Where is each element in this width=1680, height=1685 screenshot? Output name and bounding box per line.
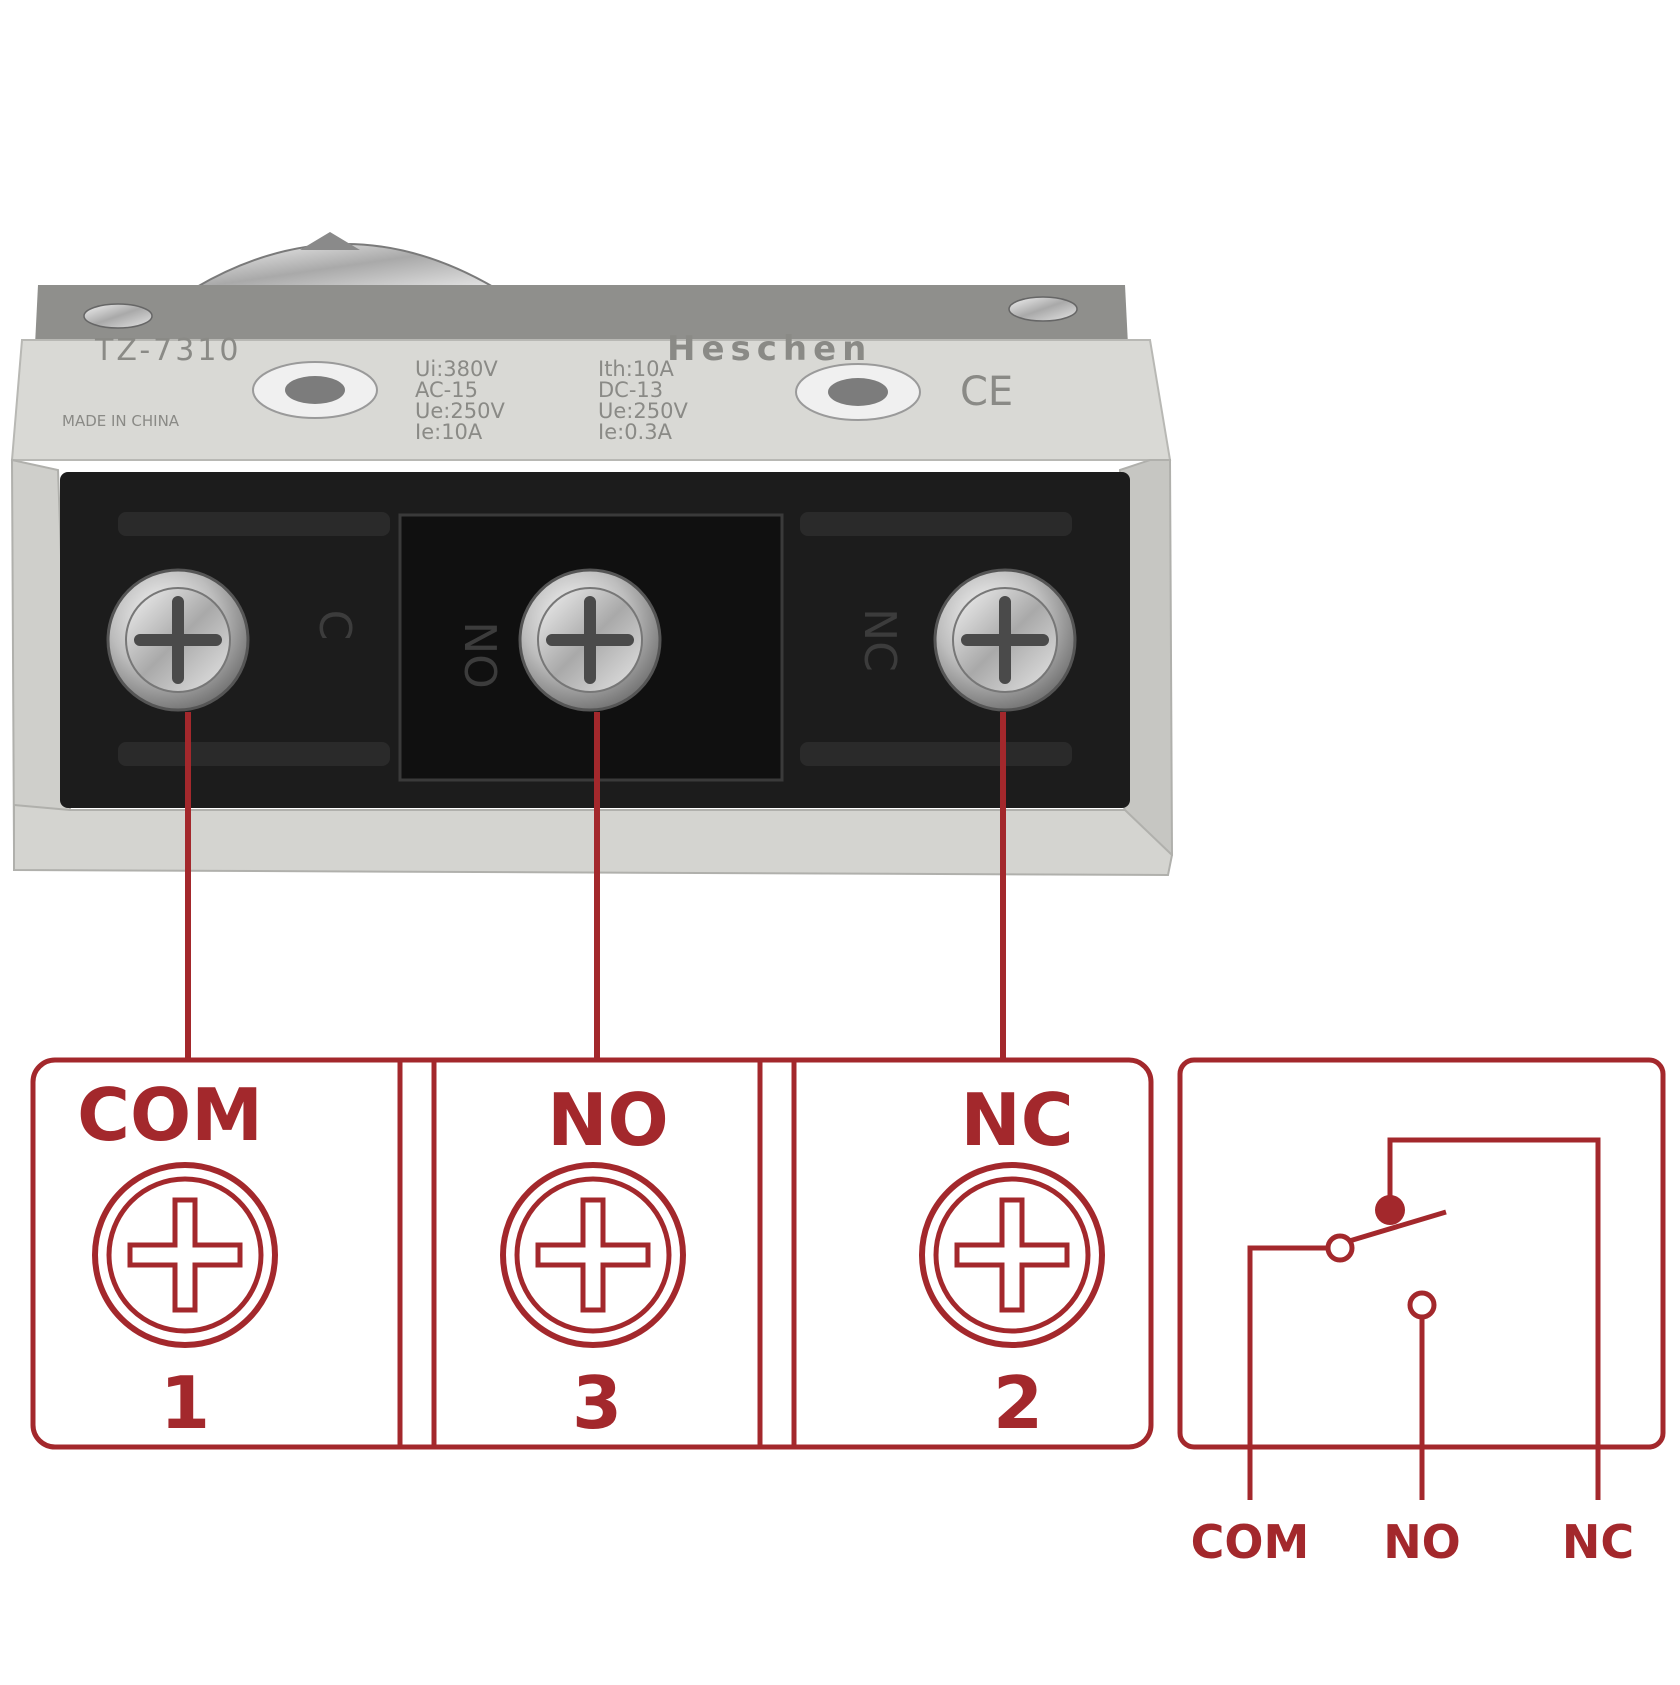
legend-label-nc: NC: [960, 1078, 1073, 1162]
rating-ith: Ith:10A: [598, 357, 675, 381]
legend-number-nc: 2: [993, 1361, 1043, 1445]
legend-cell-nc: NC 2: [919, 1078, 1105, 1445]
screw-com: [106, 568, 250, 712]
com-contact: [1325, 1233, 1355, 1263]
terminal-ridge-top-left: [118, 512, 390, 536]
screw-nc: [933, 568, 1077, 712]
housing-bottom: [13, 803, 1174, 877]
brand-text: Heschen: [667, 329, 872, 369]
nc-contact-closed: [1375, 1195, 1405, 1225]
legend-number-no: 3: [572, 1361, 622, 1445]
legend-label-no: NO: [547, 1078, 668, 1162]
legend-number-com: 1: [160, 1361, 210, 1445]
schematic-panel: COM NO NC: [1177, 1057, 1666, 1569]
switch-lever: [1345, 1209, 1447, 1245]
terminal-ridge-top-right: [800, 512, 1072, 536]
housing-top: [35, 285, 1128, 345]
schematic-label-nc: NC: [1562, 1515, 1634, 1569]
screw-no: [518, 568, 662, 712]
plunger-nut: [300, 232, 360, 250]
wire-com: [1247, 1245, 1333, 1500]
origin-text: MADE IN CHINA: [62, 412, 180, 430]
mark-no: NO: [454, 621, 505, 689]
legend-frame: [30, 1057, 1154, 1450]
roller-plunger: [191, 243, 499, 289]
ce-mark: CE: [960, 369, 1013, 415]
legend-screw-icon-nc: [919, 1162, 1105, 1348]
rating-ie-dc: Ie:0.3A: [598, 420, 673, 444]
model-text: TZ-7310: [94, 333, 242, 368]
ratings-block: Ui:380V Ith:10A AC-15 DC-13 Ue:250V Ue:2…: [415, 357, 688, 444]
no-contact: [1407, 1290, 1437, 1320]
schematic-label-no: NO: [1383, 1515, 1461, 1569]
terminal-ridge-bottom-right: [800, 742, 1072, 766]
legend-cell-no: NO 3: [500, 1078, 686, 1445]
rating-ue-ac: Ue:250V: [415, 399, 505, 423]
rating-ue-dc: Ue:250V: [598, 399, 688, 423]
rating-ie-ac: Ie:10A: [415, 420, 483, 444]
mark-nc: NC: [854, 608, 905, 672]
switch-device: TZ-7310 Heschen CE MADE IN CHINA Ui:380V…: [10, 232, 1174, 877]
terminal-legend: COM 1 NO 3 NC 2: [30, 1057, 1154, 1450]
mount-hole-right-inner: [828, 378, 888, 406]
leader-lines: [185, 712, 1006, 1060]
legend-screw-icon-com: [92, 1162, 278, 1348]
rating-ui: Ui:380V: [415, 357, 498, 381]
rating-dc: DC-13: [598, 378, 663, 402]
rivet-right: [1008, 296, 1078, 322]
rating-ac: AC-15: [415, 378, 478, 402]
legend-dividers: [397, 1060, 797, 1447]
rivet-left: [83, 303, 153, 329]
schematic-label-com: COM: [1191, 1515, 1310, 1569]
legend-cell-com: COM 1: [77, 1073, 278, 1445]
mark-c: C: [309, 610, 360, 641]
wire-nc: [1387, 1137, 1601, 1500]
legend-screw-icon-no: [500, 1162, 686, 1348]
legend-label-com: COM: [77, 1073, 263, 1157]
terminal-ridge-bottom-left: [118, 742, 390, 766]
schematic-wires: [1247, 1137, 1601, 1500]
mount-hole-left-inner: [285, 376, 345, 404]
